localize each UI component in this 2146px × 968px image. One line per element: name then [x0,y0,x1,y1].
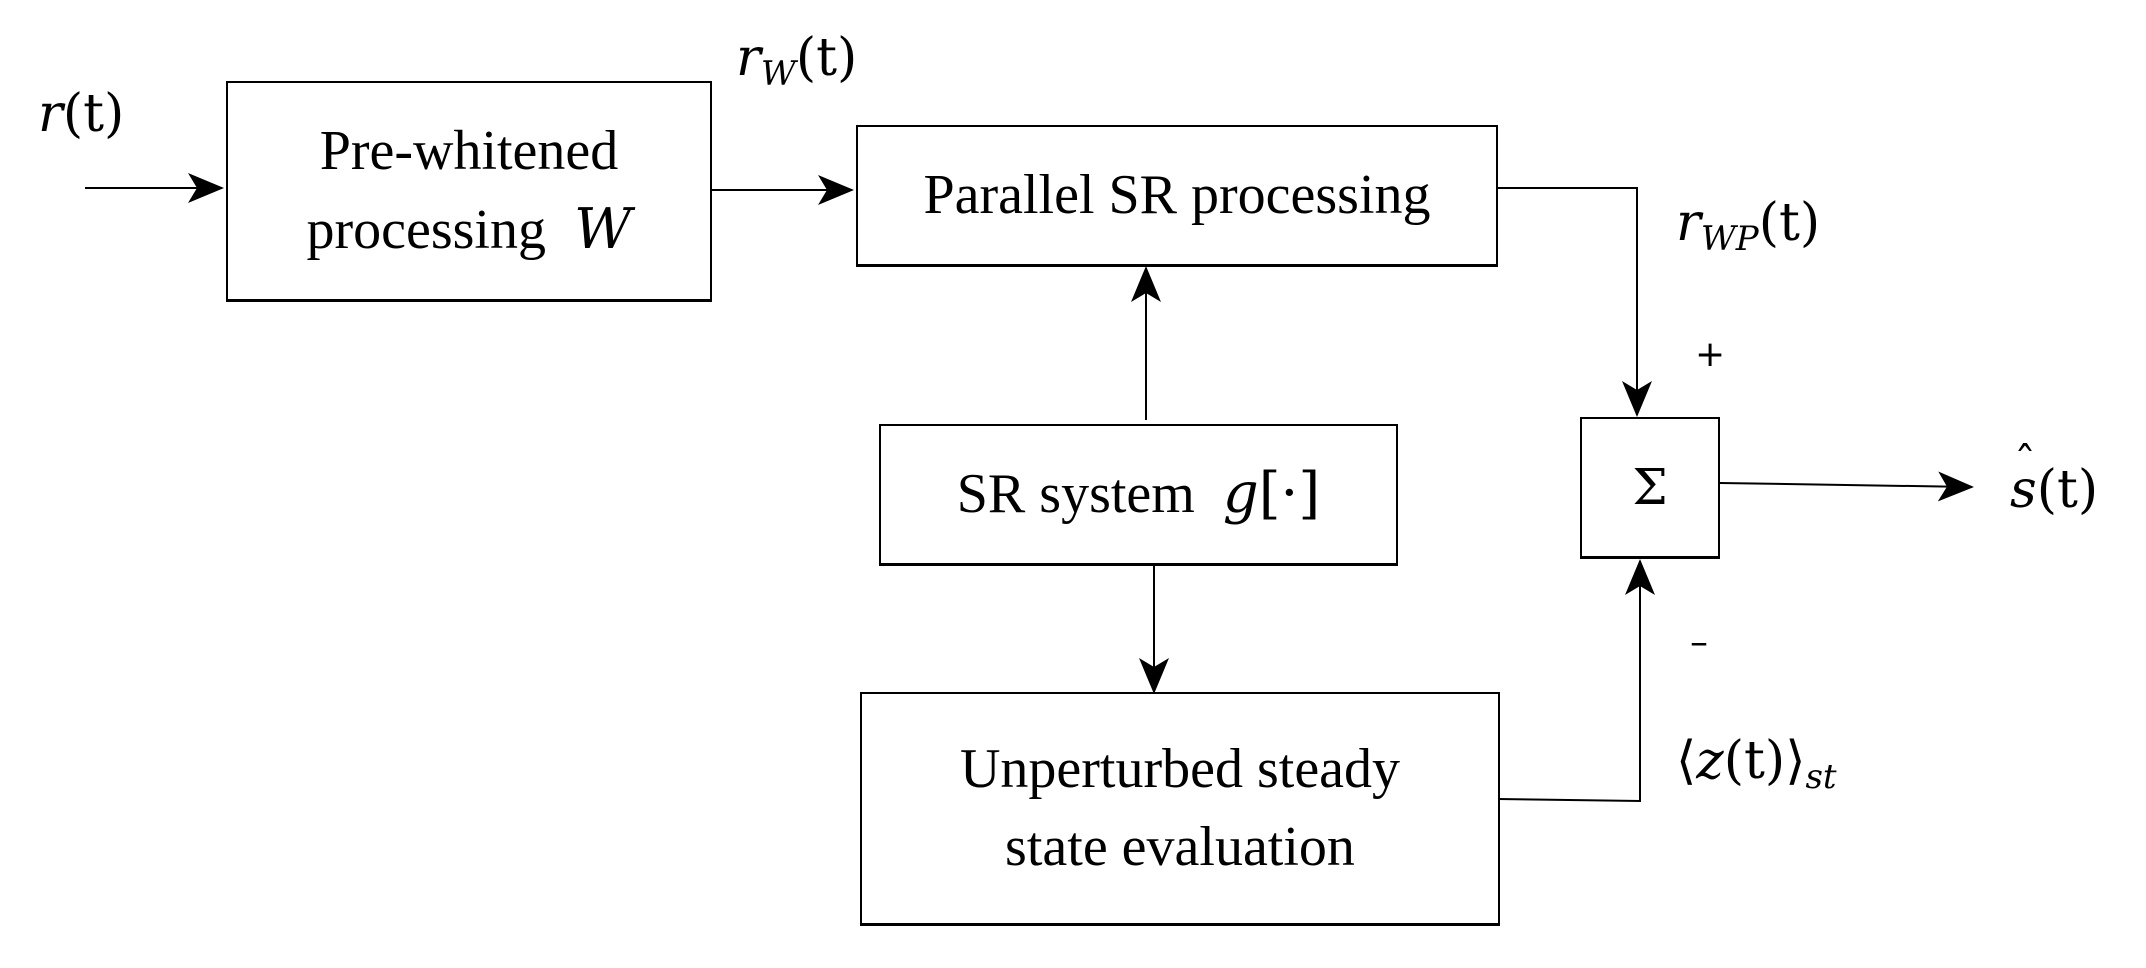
signal-parallel-out-arg: (t) [1758,193,1821,253]
prewhitened-symbol: W [573,196,632,262]
signal-steady-arg: (t) [1723,731,1786,791]
sr-system-block: SR system g[·] [879,424,1398,566]
steady-state-label-line2: state evaluation [1005,815,1355,878]
signal-output-arg: (t) [2036,460,2099,520]
steady-state-block: Unperturbed steady state evaluation [860,692,1500,926]
signal-whitened-arg: (t) [795,28,858,88]
prewhitened-block: Pre-whitened processing W [226,81,712,302]
parallel-sr-label: Parallel SR processing [923,163,1431,226]
signal-output-label: s(t) [2010,442,2098,516]
parallel-sr-block: Parallel SR processing [856,125,1498,267]
signal-whitened-base: r [736,28,761,88]
wire-parallel-to-summer [1496,187,1652,417]
wire-summer-to-output [1719,471,1974,502]
summer-block: Σ [1580,417,1720,559]
signal-parallel-out-sub: WP [1700,219,1759,259]
signal-steady-sub: st [1805,757,1837,797]
signal-parallel-out-label: rWP(t) [1676,197,1820,256]
plus-sign: + [1695,334,1726,375]
minus-sign: – [1690,622,1708,663]
sr-system-text: SR system [956,463,1195,526]
sr-system-arg: [·] [1258,461,1321,527]
signal-steady-base: z [1696,731,1724,791]
sr-system-func: g [1222,461,1259,527]
signal-parallel-out-base: r [1676,193,1701,253]
sr-system-label: SR system g[·] [957,455,1320,533]
prewhitened-label-line1: Pre-whitened [319,120,619,183]
steady-state-label-line1: Unperturbed steady [959,738,1401,801]
signal-whitened-label: rW(t) [736,32,857,91]
prewhitened-label-line2: processing W [306,191,631,269]
signal-steady-open: ⟨ [1676,731,1697,791]
signal-output-base: s [2010,442,2037,516]
signal-steady-close: ⟩ [1785,731,1806,791]
signal-input-arg: (t) [62,84,125,144]
signal-input-label: r(t) [38,88,124,140]
wire-steady-to-summer [1497,559,1655,803]
summer-symbol: Σ [1632,458,1668,516]
signal-input-base: r [38,84,63,144]
signal-whitened-sub: W [760,54,796,94]
signal-steady-label: ⟨z(t)⟩st [1676,735,1837,794]
prewhitened-label-text: processing [306,198,546,261]
